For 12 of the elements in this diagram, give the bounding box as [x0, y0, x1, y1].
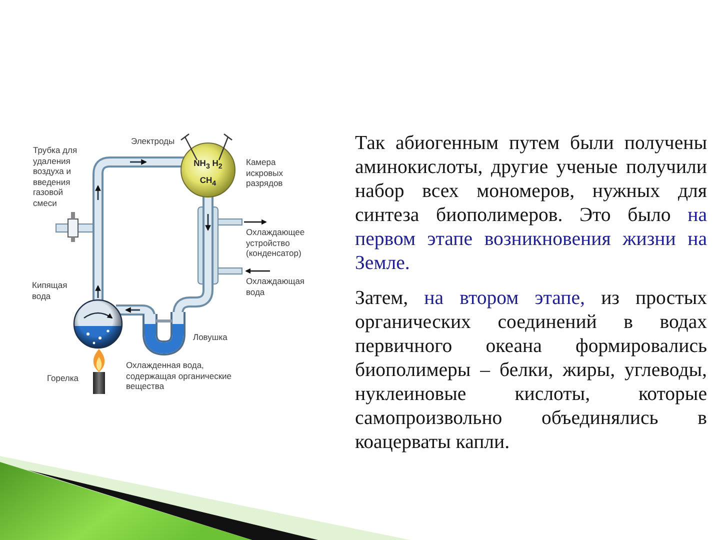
part-label: Камера искровых разрядов	[246, 157, 284, 188]
part-label: Горелка	[47, 373, 80, 384]
part-label: Ловушка	[193, 332, 228, 342]
part-label: Кипящая вода	[32, 280, 68, 301]
paragraph: Так абиогенным путем были получены аминокислоты, другие ученые получили набор всех мономеров, нужных для синтеза биополимеров. Это было на первом этапе возникновения жизни на Земле.	[355, 131, 707, 275]
paragraph: Затем, на втором этапе, из простых органических соединений в водах первичного океана формировались биополимеры – белки, жиры, углеводы, нуклеиновые кислоты, которые самопроизвольно объединялись в коацерваты капли.	[355, 286, 707, 454]
part-label: Охлаждающее устройство (конденсатор)	[246, 227, 306, 258]
formula-text: NH$_{3}$ H$_{2}$ CH$_{4}$	[192, 157, 224, 190]
part-label: Охлажденная вода, содержащая органические вещества	[126, 360, 233, 392]
part-label: Охлаждающая вода	[246, 276, 306, 297]
part-label: Электроды	[131, 136, 176, 146]
part-label: Трубка для удаления воздуха и введения газовой смеси	[33, 145, 78, 208]
